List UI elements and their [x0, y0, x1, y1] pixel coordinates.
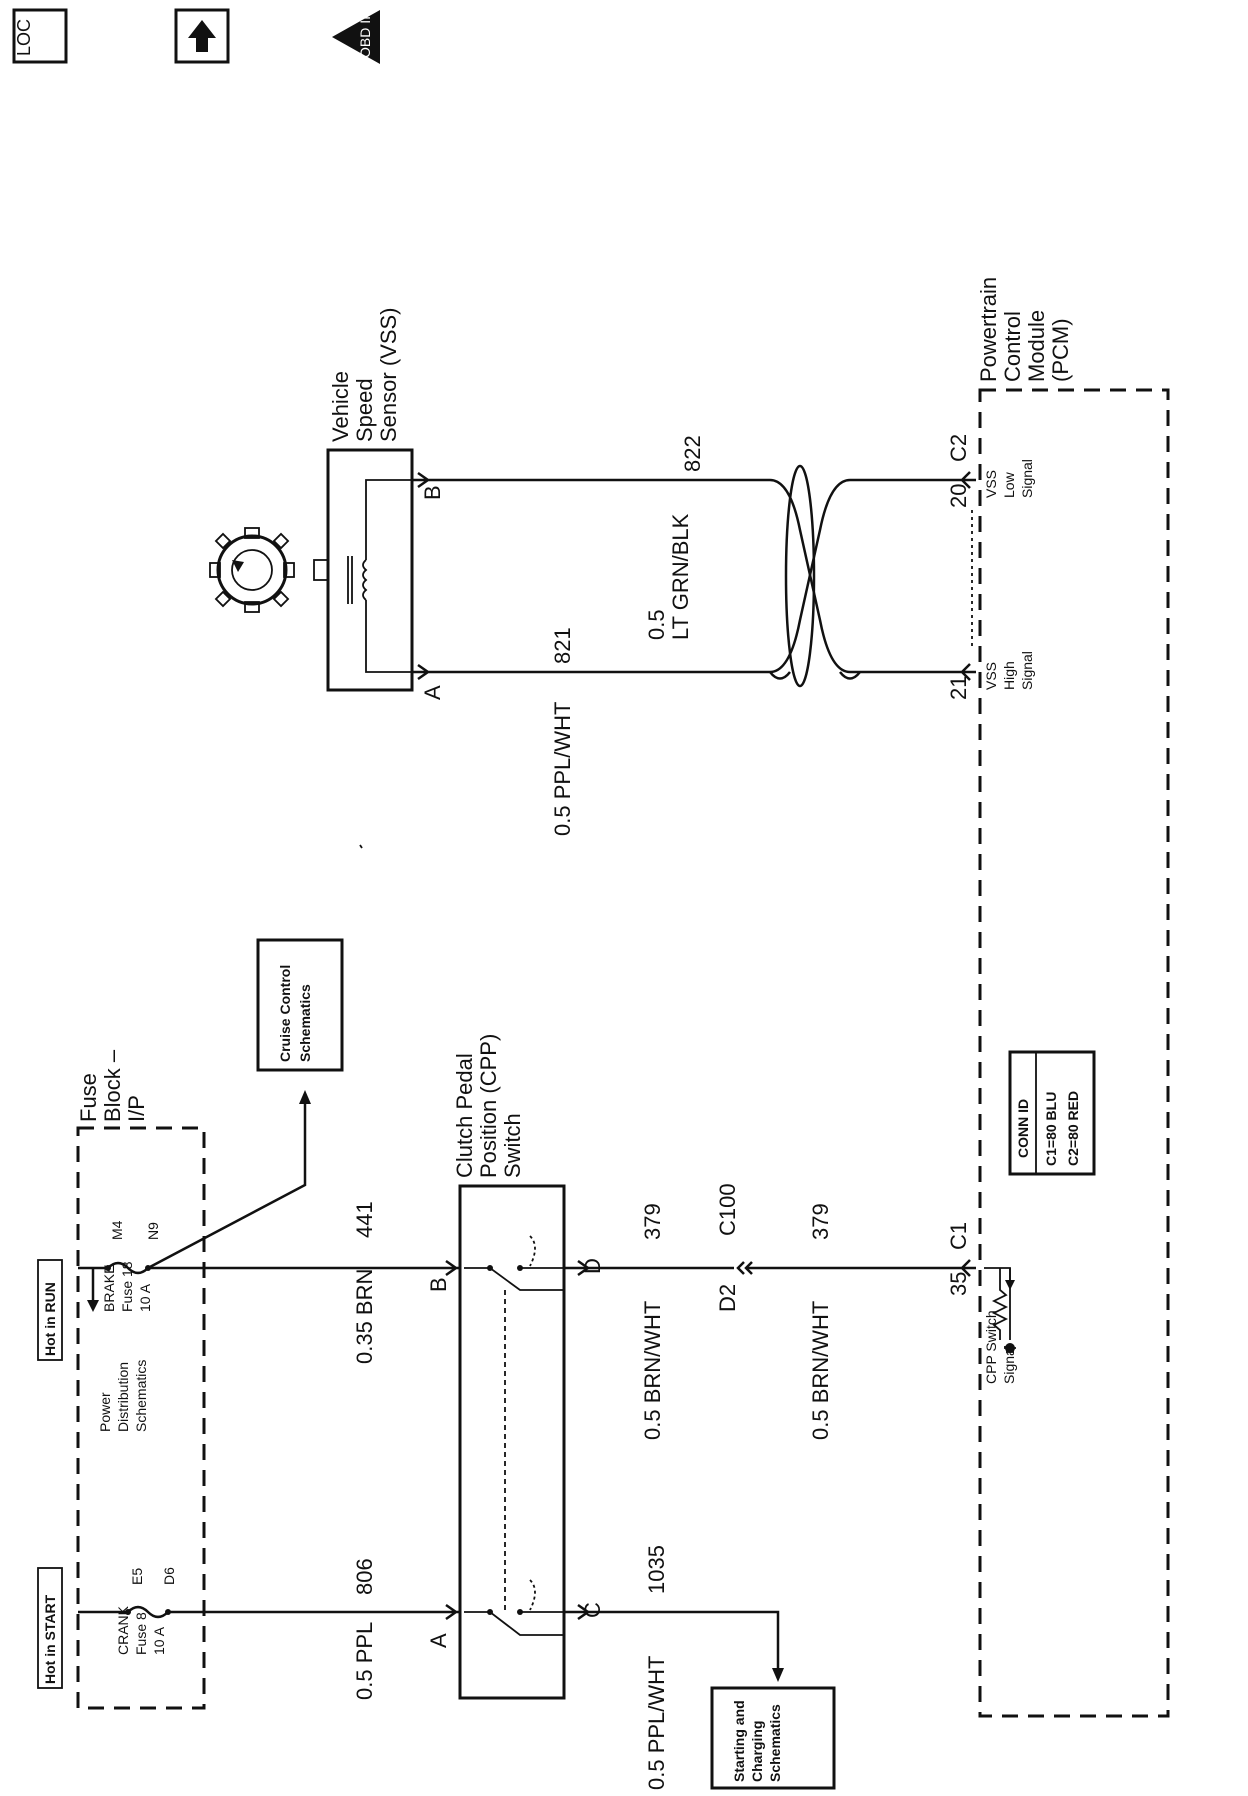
reluctor-wheel-icon: [209, 527, 295, 613]
wire-379a-gauge: 0.5 BRN/WHT: [640, 1301, 665, 1440]
cruise-control-link[interactable]: Cruise Control Schematics: [256, 938, 344, 1072]
cpp-title-1: Clutch Pedal: [452, 1053, 477, 1178]
wire-806-num: 806: [352, 1558, 377, 1595]
power-dist-1: Power: [97, 1392, 113, 1432]
vss-title-2: Speed: [352, 378, 377, 442]
vss-low-1: VSS: [983, 470, 999, 498]
fuse-block-title-3: I/P: [124, 1095, 149, 1122]
pcm-title-2: Control: [1000, 311, 1025, 382]
cpp-pin-a: A: [426, 1633, 451, 1648]
vss-high-3: Signal: [1019, 651, 1035, 690]
cpp-title-2: Position (CPP): [476, 1034, 501, 1178]
pcm-pin-20: 20: [946, 484, 971, 508]
wire-379b-gauge: 0.5 BRN/WHT: [808, 1301, 833, 1440]
loc-label: LOC: [14, 19, 34, 56]
c100-name: C100: [715, 1183, 740, 1236]
vss-high-1: VSS: [983, 662, 999, 690]
wire-379b-num: 379: [808, 1203, 833, 1240]
c100-pin-d2: D2: [715, 1284, 740, 1312]
hot-in-start-box: [37, 1567, 63, 1689]
wire-822-gauge-1: 0.5: [644, 609, 669, 640]
pcm-c2: C2: [946, 434, 971, 462]
starting-label-3: Schematics: [767, 1704, 783, 1782]
cpp-title-3: Switch: [500, 1113, 525, 1178]
vss-low-2: Low: [1001, 471, 1017, 498]
cpp-switch-box: [458, 1184, 566, 1700]
conn-id-title: CONN ID: [1015, 1099, 1031, 1158]
conn-id-line2: C2=80 RED: [1065, 1091, 1081, 1166]
pcm-pin-35: 35: [946, 1272, 971, 1296]
pcm-box: [978, 388, 1170, 1718]
starting-charging-link[interactable]: Starting and Charging Schematics: [710, 1686, 836, 1790]
pin-m4: M4: [109, 1220, 125, 1240]
wire-1035-gauge: 0.5 PPL/WHT: [644, 1656, 669, 1790]
brake-label-2: Fuse 18: [119, 1261, 135, 1312]
crank-label-2: Fuse 8: [133, 1612, 149, 1655]
fuse-block-box: [76, 1126, 206, 1710]
conn-id-line1: C1=80 BLU: [1043, 1092, 1059, 1166]
wire-379a-num: 379: [640, 1203, 665, 1240]
pcm-title-3: Module: [1024, 310, 1049, 382]
wire-441-gauge: 0.35 BRN: [352, 1269, 377, 1364]
brake-label-1: BRAKE: [101, 1265, 117, 1312]
wire-822-gauge-2: LT GRN/BLK: [668, 513, 693, 640]
obd-label: OBD II: [357, 16, 373, 58]
starting-label-1: Starting and: [731, 1700, 747, 1782]
power-dist-3: Schematics: [133, 1360, 149, 1432]
wire-821-gauge: 0.5 PPL/WHT: [550, 702, 575, 836]
up-arrow-icon[interactable]: [174, 8, 230, 64]
pcm-title-1: Powertrain: [976, 277, 1001, 382]
wire-806-gauge: 0.5 PPL: [352, 1622, 377, 1700]
fuse-block-title-1: Fuse: [76, 1073, 101, 1122]
pcm-title-4: (PCM): [1048, 318, 1073, 382]
hot-in-run-box: [37, 1259, 63, 1361]
cruise-label-1: Cruise Control: [277, 965, 293, 1062]
vss-pin-b: B: [420, 485, 445, 500]
obd-warning-icon[interactable]: OBD II: [332, 10, 380, 64]
cpp-signal-1: CPP Switch: [983, 1310, 999, 1384]
cpp-pin-b: B: [426, 1277, 451, 1292]
vss-low-3: Signal: [1019, 459, 1035, 498]
fuse-block-title-2: Block –: [100, 1049, 125, 1122]
wire-1035-num: 1035: [644, 1545, 669, 1594]
pin-n9: N9: [145, 1222, 161, 1240]
hot-in-run: Hot in RUN: [42, 1282, 58, 1356]
cpp-signal-2: Signal: [1001, 1345, 1017, 1384]
power-dist-2: Distribution: [115, 1362, 131, 1432]
pcm-c1: C1: [946, 1222, 971, 1250]
starting-label-2: Charging: [749, 1721, 765, 1782]
pin-e5: E5: [129, 1568, 145, 1585]
hot-in-start: Hot in START: [42, 1594, 58, 1684]
pcm-pin-21: 21: [946, 676, 971, 700]
location-icon[interactable]: LOC: [12, 8, 68, 64]
pin-d6: D6: [161, 1567, 177, 1585]
vss-pin-a: A: [420, 685, 445, 700]
conn-id-table: CONN ID C1=80 BLU C2=80 RED: [1008, 1050, 1096, 1176]
wire-822-num: 822: [680, 435, 705, 472]
cruise-label-2: Schematics: [297, 984, 313, 1062]
brake-label-3: 10 A: [137, 1283, 153, 1312]
crank-label-3: 10 A: [151, 1626, 167, 1655]
vss-title-1: Vehicle: [328, 371, 353, 442]
crank-label-1: CRANK: [115, 1605, 131, 1655]
vss-high-2: High: [1001, 661, 1017, 690]
wire-441-num: 441: [352, 1201, 377, 1238]
vss-title-3: Sensor (VSS): [376, 308, 401, 443]
vss-box: [326, 448, 414, 692]
wire-821-num: 821: [550, 627, 575, 664]
